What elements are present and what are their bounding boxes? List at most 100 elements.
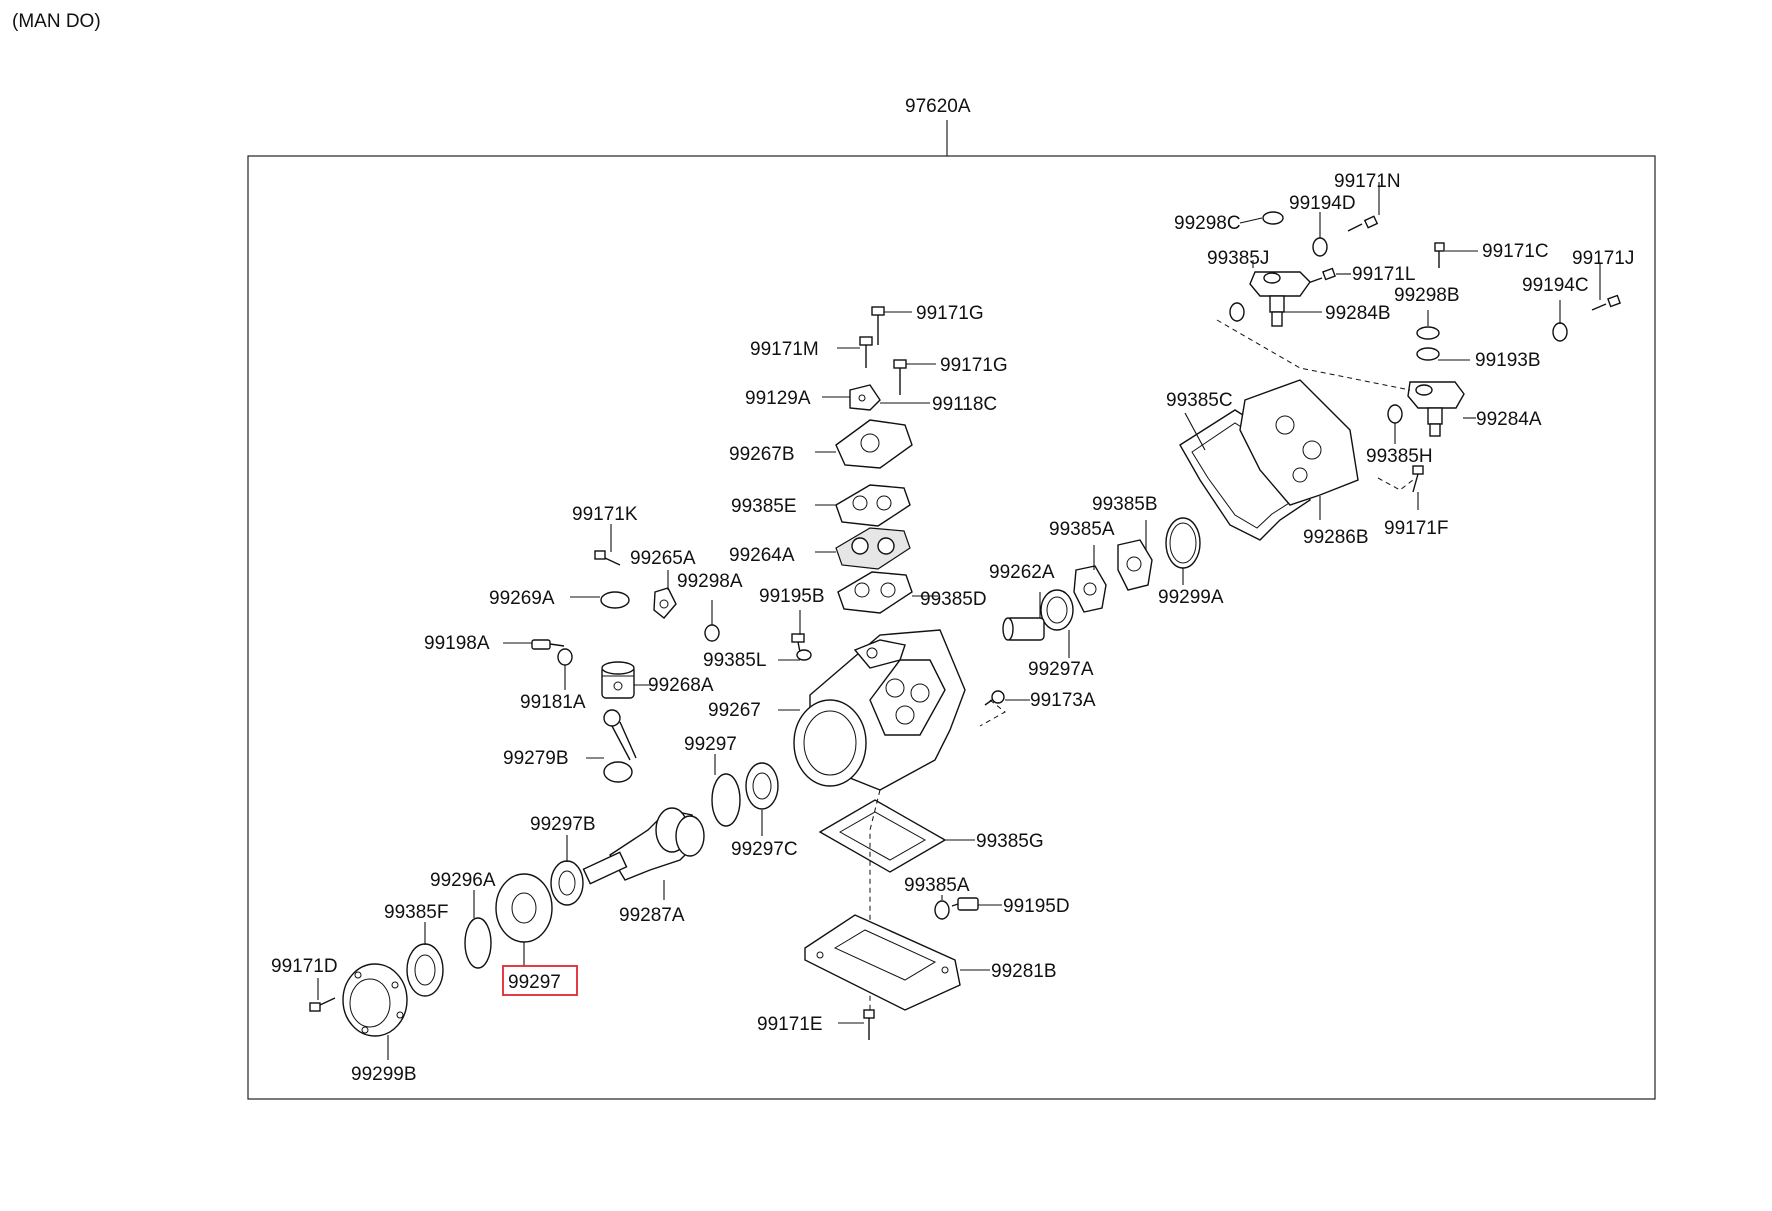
bolt-icon xyxy=(309,997,336,1012)
part-label-99267B[interactable]: 99267B xyxy=(729,444,795,465)
o-ring-icon xyxy=(934,900,950,920)
part-label-99298A[interactable]: 99298A xyxy=(677,571,743,592)
part-label-99385H[interactable]: 99385H xyxy=(1366,446,1433,467)
bolt-icon xyxy=(1307,267,1336,284)
part-label-99287A[interactable]: 99287A xyxy=(619,905,685,926)
part-label-99198A[interactable]: 99198A xyxy=(424,633,490,654)
part-label-99297A[interactable]: 99297A xyxy=(1028,659,1094,680)
gasket-icon xyxy=(818,799,947,873)
part-label-99385C[interactable]: 99385C xyxy=(1166,390,1233,411)
part-label-99286B[interactable]: 99286B xyxy=(1303,527,1369,548)
part-label-99194C[interactable]: 99194C xyxy=(1522,275,1589,296)
o-ring-icon xyxy=(557,648,573,666)
part-labels: 99171N 99194D 99298C 99171C 99171J 99385… xyxy=(271,171,1634,1085)
part-label-99297C[interactable]: 99297C xyxy=(731,839,798,860)
part-label-99171F[interactable]: 99171F xyxy=(1384,518,1448,539)
part-label-99298B[interactable]: 99298B xyxy=(1394,285,1460,306)
part-label-99171M[interactable]: 99171M xyxy=(750,339,819,360)
part-label-99298C[interactable]: 99298C xyxy=(1174,213,1241,234)
gasket-icon xyxy=(406,943,444,997)
o-ring-icon xyxy=(1416,326,1440,340)
seal-icon xyxy=(495,873,553,943)
part-label-99385J[interactable]: 99385J xyxy=(1207,248,1269,269)
part-label-99281B[interactable]: 99281B xyxy=(991,961,1057,982)
part-label-99171J[interactable]: 99171J xyxy=(1572,248,1634,269)
gasket-icon xyxy=(1165,517,1201,569)
part-label-99299A[interactable]: 99299A xyxy=(1158,587,1224,608)
part-label-99385E[interactable]: 99385E xyxy=(731,496,797,517)
highlighted-part-label-99297[interactable]: 99297 xyxy=(508,972,561,993)
part-label-99385D[interactable]: 99385D xyxy=(920,589,987,610)
part-label-99297[interactable]: 99297 xyxy=(684,734,737,755)
part-label-99269A[interactable]: 99269A xyxy=(489,588,555,609)
part-label-99279B[interactable]: 99279B xyxy=(503,748,569,769)
part-label-99264A[interactable]: 99264A xyxy=(729,545,795,566)
bolt-icon xyxy=(859,336,873,368)
part-label-99171C[interactable]: 99171C xyxy=(1482,241,1549,262)
bolt-icon xyxy=(1412,465,1424,493)
bolt-icon xyxy=(871,306,885,345)
part-label-99171E[interactable]: 99171E xyxy=(757,1014,823,1035)
o-ring-icon xyxy=(1416,347,1440,361)
part-label-99171N[interactable]: 99171N xyxy=(1334,171,1401,192)
part-label-99284B[interactable]: 99284B xyxy=(1325,303,1391,324)
bolt-icon xyxy=(791,633,805,653)
part-label-99171G[interactable]: 99171G xyxy=(940,355,1008,376)
assembly-frame xyxy=(247,155,1656,1100)
plate-icon xyxy=(835,419,913,469)
elbow-fitting-icon xyxy=(1407,381,1465,437)
oil-pan-icon xyxy=(804,914,961,1011)
o-ring-icon xyxy=(1229,302,1245,322)
piston-ring-icon xyxy=(600,591,630,609)
part-label-99173A[interactable]: 99173A xyxy=(1030,690,1096,711)
part-label-99284A[interactable]: 99284A xyxy=(1476,409,1542,430)
part-label-99297B[interactable]: 99297B xyxy=(530,814,596,835)
part-label-99265A[interactable]: 99265A xyxy=(630,548,696,569)
part-label-99385A[interactable]: 99385A xyxy=(904,875,970,896)
part-label-99195D[interactable]: 99195D xyxy=(1003,896,1070,917)
part-label-99171L[interactable]: 99171L xyxy=(1352,264,1415,285)
part-label-99181A[interactable]: 99181A xyxy=(520,692,586,713)
part-label-99299B[interactable]: 99299B xyxy=(351,1064,417,1085)
gasket-icon xyxy=(1117,539,1153,591)
compressor-body-icon xyxy=(793,629,966,791)
part-label-99385A[interactable]: 99385A xyxy=(1049,519,1115,540)
bolt-icon xyxy=(951,897,979,911)
part-label-99129A[interactable]: 99129A xyxy=(745,388,811,409)
pin-icon xyxy=(531,639,565,650)
piston-icon xyxy=(601,661,635,699)
snap-ring-icon xyxy=(464,917,492,969)
o-ring-icon xyxy=(1312,237,1328,257)
leader-lines xyxy=(317,182,1601,1060)
bracket-icon xyxy=(849,384,881,411)
part-label-99268A[interactable]: 99268A xyxy=(648,675,714,696)
part-label-99296A[interactable]: 99296A xyxy=(430,870,496,891)
o-ring-icon xyxy=(1387,404,1403,424)
bolt-icon xyxy=(1434,242,1445,268)
part-label-99171K[interactable]: 99171K xyxy=(572,504,638,525)
shaft-icon xyxy=(1002,617,1045,641)
part-label-99195B[interactable]: 99195B xyxy=(759,586,825,607)
part-label-99193B[interactable]: 99193B xyxy=(1475,350,1541,371)
part-label-99385L[interactable]: 99385L xyxy=(703,650,766,671)
part-drawings xyxy=(309,211,1621,1040)
bolt-icon xyxy=(594,550,621,566)
part-label-99267[interactable]: 99267 xyxy=(708,700,761,721)
end-cover-icon xyxy=(342,963,408,1037)
o-ring-icon xyxy=(1552,322,1568,342)
o-ring-icon xyxy=(1262,211,1284,225)
bearing-icon xyxy=(550,860,584,906)
connecting-rod-icon xyxy=(603,709,637,783)
bolt-icon xyxy=(863,1009,875,1040)
part-label-99118C[interactable]: 99118C xyxy=(932,394,997,415)
elbow-fitting-icon xyxy=(1249,271,1311,327)
part-label-99171G[interactable]: 99171G xyxy=(916,303,984,324)
part-label-99385B[interactable]: 99385B xyxy=(1092,494,1158,515)
part-label-99194D[interactable]: 99194D xyxy=(1289,193,1356,214)
part-label-99171D[interactable]: 99171D xyxy=(271,956,338,977)
assembly-label[interactable]: 97620A xyxy=(905,96,971,117)
part-label-99385F[interactable]: 99385F xyxy=(384,902,448,923)
part-label-99262A[interactable]: 99262A xyxy=(989,562,1055,583)
crankshaft-icon xyxy=(582,807,705,885)
part-label-99385G[interactable]: 99385G xyxy=(976,831,1044,852)
